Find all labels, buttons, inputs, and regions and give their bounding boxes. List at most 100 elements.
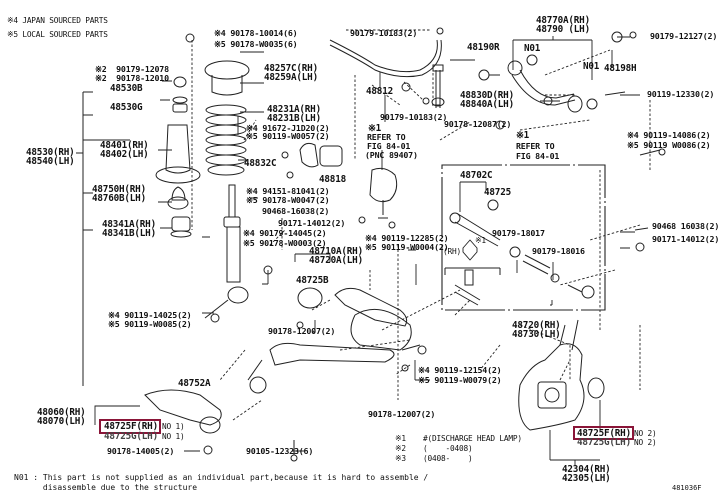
coil-spring (205, 104, 247, 176)
part-label-48198H[interactable]: 48198H (604, 63, 637, 74)
part-label-90178-12087[interactable]: 90178-12087(2) (444, 119, 512, 129)
part-label-90179-10183-b[interactable]: 90179-10183(2) (380, 112, 448, 122)
notes-mark-1: ※1 (395, 434, 406, 443)
note-ref-no2-b: NO 2) (634, 438, 657, 447)
part-label-90119-W0085[interactable]: ※5 90119-W0085(2) (108, 319, 192, 329)
part-label-90171-14012-a[interactable]: 90171-14012(2) (278, 218, 346, 228)
part-label-48725F-right[interactable]: 48725F(RH) (577, 428, 631, 439)
part-label-48231A[interactable]: 48231A(RH) (267, 104, 321, 115)
ref-text-refer-to-a: REFER TO (367, 132, 406, 142)
part-label-90178-12010[interactable]: ※2 90178-12010 (95, 73, 169, 83)
part-label-48710A[interactable]: 48710A(RH) (309, 246, 363, 257)
part-label-48530B[interactable]: 48530B (110, 83, 143, 94)
notes-mark-3: ※3 (395, 454, 406, 463)
highlight-box-48725F-right (573, 426, 634, 440)
part-label-90178-10014[interactable]: ※4 90178-10014(6) (214, 28, 298, 38)
part-label-90178-W0047[interactable]: ※5 90178-W0047(2) (246, 195, 330, 205)
part-label-48725G-right[interactable]: 48725G(LH) (577, 437, 631, 448)
lower-arm (297, 287, 408, 327)
part-label-42304[interactable]: 42304(RH) (562, 464, 611, 475)
part-label-48725[interactable]: 48725 (484, 187, 511, 198)
ref-mark-rh: ※1 (475, 236, 486, 245)
part-label-91672-J1D20[interactable]: ※4 91672-J1D20(2) (246, 123, 330, 133)
part-label-94151-81041[interactable]: ※4 94151-81041(2) (246, 186, 330, 196)
part-label-90119-12154[interactable]: ※4 90119-12154(2) (418, 365, 502, 375)
part-label-48770A[interactable]: 48770A(RH) (536, 15, 590, 26)
part-label-48725F-left[interactable]: 48725F(RH) (104, 421, 158, 432)
part-label-48702C[interactable]: 48702C (460, 170, 493, 181)
part-label-48725G-left[interactable]: 48725G(LH) (104, 431, 158, 442)
part-label-48832C[interactable]: 48832C (244, 158, 277, 169)
part-label-90179-12127[interactable]: 90179-12127(2) (650, 31, 718, 41)
legend-japan-sourced: ※4 JAPAN SOURCED PARTS (7, 16, 108, 25)
part-label-90178-12007-b[interactable]: 90178-12007(2) (368, 409, 436, 419)
ref-link-fig-84-01-b[interactable]: FIG 84-01 (516, 151, 560, 161)
part-label-90179-18016[interactable]: 90179-18016 (532, 246, 585, 256)
part-label-48540[interactable]: 48540(LH) (26, 156, 75, 167)
part-label-48401[interactable]: 48401(RH) (100, 140, 149, 151)
note-ref-no1-a: NO 1) (162, 422, 185, 431)
part-label-42305[interactable]: 42305(LH) (562, 473, 611, 484)
notes-text-1: #(DISCHARGE HEAD LAMP) (423, 434, 522, 443)
part-label-90105-12323[interactable]: 90105-12323(6) (246, 446, 314, 456)
part-label-48750H[interactable]: 48750H(RH) (92, 184, 146, 195)
part-label-48190R[interactable]: 48190R (467, 42, 500, 53)
part-label-48231B[interactable]: 48231B(LH) (267, 113, 321, 124)
part-label-48060[interactable]: 48060(RH) (37, 407, 86, 418)
part-label-48840A[interactable]: 48840A(LH) (460, 99, 514, 110)
note-ref-no2-a: NO 2) (634, 429, 657, 438)
highlight-box-48725F-left (99, 419, 161, 434)
part-label-90178-12007-a[interactable]: 90178-12007(2) (268, 326, 336, 336)
part-label-90179-18017[interactable]: 90179-18017 (492, 228, 545, 238)
footnote-line-1: N01 : This part is not supplied as an in… (14, 473, 429, 482)
part-label-90468-16038-a[interactable]: 90468-16038(2) (262, 206, 330, 216)
notes-mark-2: ※2 (395, 444, 406, 453)
stabilizer-bar (329, 27, 444, 78)
part-label-48530G[interactable]: 48530G (110, 102, 143, 113)
part-label-48790[interactable]: 48790 (LH) (536, 24, 590, 35)
note-label-n01-a: N01 (524, 43, 541, 54)
ref-text-pnc-89407: (PNC 89407) (365, 150, 418, 160)
part-label-48402[interactable]: 48402(LH) (100, 149, 149, 160)
knuckle (518, 319, 585, 431)
part-label-48830D[interactable]: 48830D(RH) (460, 90, 514, 101)
part-label-48725B[interactable]: 48725B (296, 275, 329, 286)
part-label-90119-W0004[interactable]: ※5 90119-W0004(2) (365, 242, 449, 252)
footnote-line-2: disassemble due to the structure (14, 483, 198, 492)
part-label-90178-W0035[interactable]: ※5 90178-W0035(6) (214, 39, 298, 49)
part-label-90119-14025[interactable]: ※4 90119-14025(2) (108, 310, 192, 320)
lateral-rod (449, 199, 595, 299)
part-label-90178-W0003[interactable]: ※5 90178-W0003(2) (243, 238, 327, 248)
part-label-48818[interactable]: 48818 (319, 174, 346, 185)
part-label-90179-12078[interactable]: ※2 90179-12078 (95, 64, 169, 74)
part-label-48760B[interactable]: 48760B(LH) (92, 193, 146, 204)
part-label-48341A[interactable]: 48341A(RH) (102, 219, 156, 230)
part-label-90179-10183-a[interactable]: 90179-10183(2) (350, 28, 418, 38)
part-label-90119-12285[interactable]: ※4 90119-12285(2) (365, 233, 449, 243)
part-label-90119-W0079[interactable]: ※5 90119-W0079(2) (418, 375, 502, 385)
part-label-48070[interactable]: 48070(LH) (37, 416, 86, 427)
part-label-48730[interactable]: 48730(LH) (512, 329, 561, 340)
part-label-48752A[interactable]: 48752A (178, 378, 211, 389)
part-label-90119-W0086[interactable]: ※5 90119 W0086(2) (627, 140, 711, 150)
part-label-90468-16038-b[interactable]: 90468 16038(2) (652, 221, 720, 231)
part-label-48720[interactable]: 48720(RH) (512, 320, 561, 331)
part-label-90119-14086[interactable]: ※4 90119-14086(2) (627, 130, 711, 140)
ref-text-rh: (RH) (443, 247, 461, 256)
part-label-90179-14045[interactable]: ※4 90179-14045(2) (243, 228, 327, 238)
part-label-48257C[interactable]: 48257C(RH) (264, 63, 318, 74)
part-sketches (144, 27, 666, 462)
part-label-48259A[interactable]: 48259A(LH) (264, 72, 318, 83)
part-label-90171-14012-b[interactable]: 90171-14012(2) (652, 234, 720, 244)
notes-text-2: ( -0408) (423, 444, 473, 453)
part-label-90178-14005[interactable]: 90178-14005(2) (107, 446, 175, 456)
part-label-90119-W0057[interactable]: ※5 90119-W0057(2) (246, 131, 330, 141)
part-label-48812[interactable]: 48812 (366, 86, 393, 97)
part-label-48341B[interactable]: 48341B(LH) (102, 228, 156, 239)
part-label-48530[interactable]: 48530(RH) (26, 147, 75, 158)
ref-text-refer-to-b: REFER TO (516, 141, 555, 151)
part-label-90119-12330[interactable]: 90119-12330(2) (647, 89, 715, 99)
part-label-48720A[interactable]: 48720A(LH) (309, 255, 363, 266)
ref-link-fig-84-01-a[interactable]: FIG 84-01 (367, 141, 411, 151)
